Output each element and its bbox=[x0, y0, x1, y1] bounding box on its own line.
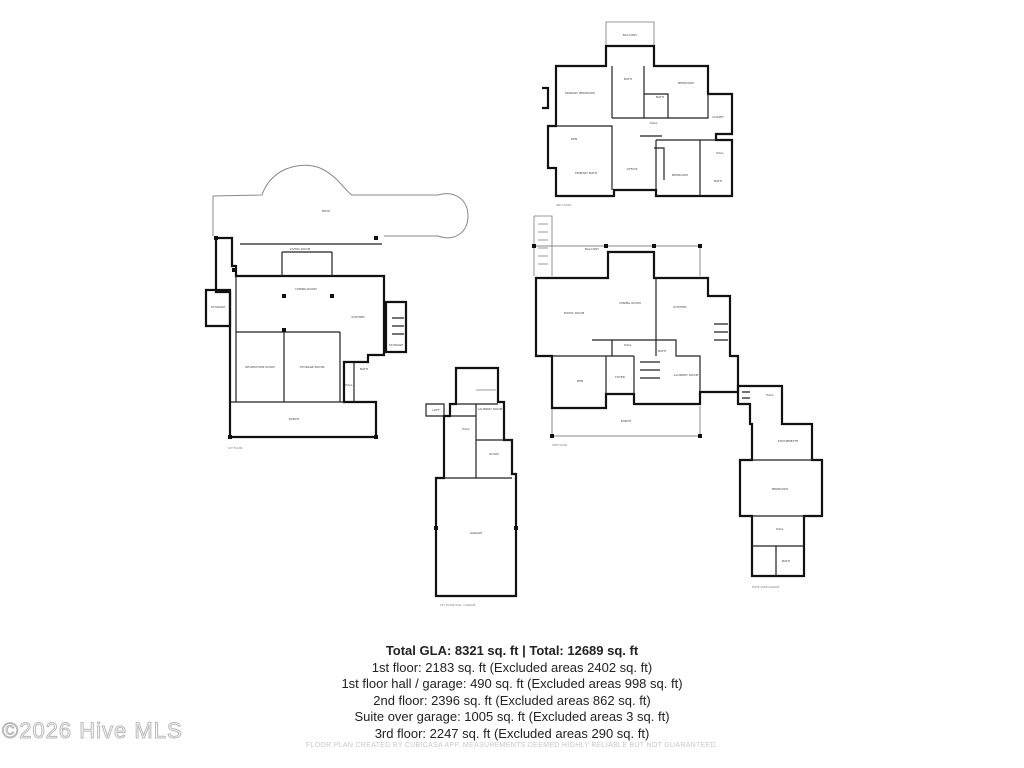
third-room-den: DEN bbox=[571, 137, 577, 141]
third-room-closet: CLOSET bbox=[712, 115, 724, 119]
room-porch: PORCH bbox=[289, 417, 299, 421]
disclaimer: FLOOR PLAN CREATED BY CUBICASA APP. MEAS… bbox=[305, 742, 719, 749]
room-deck: DECK bbox=[322, 209, 331, 213]
floor-label-third: 3RD FLOOR bbox=[556, 203, 571, 207]
first-floor-walls bbox=[214, 236, 386, 439]
second-room-laundry: LAUNDRY ROOM bbox=[674, 373, 699, 377]
room-recreation: RECREATION ROOM bbox=[245, 365, 275, 369]
deck-outline bbox=[212, 164, 469, 239]
room-living: LIVING ROOM bbox=[290, 247, 311, 251]
summary-line: 1st floor hall / garage: 490 sq. ft (Exc… bbox=[341, 676, 683, 691]
room-bath: BATH bbox=[360, 367, 368, 371]
second-room-hall: HALL bbox=[624, 343, 632, 347]
third-room-bath-3: BATH bbox=[714, 179, 722, 183]
third-floor-walls bbox=[546, 44, 734, 198]
suite-walls bbox=[736, 384, 824, 578]
suite-room-bath: BATH bbox=[782, 559, 790, 563]
suite-room-kitchenette: KITCHENETTE bbox=[778, 439, 799, 443]
third-room-bedroom-2: BEDROOM bbox=[672, 173, 688, 177]
third-room-hall-2: HALL bbox=[716, 151, 724, 155]
garage-room-garage: GARAGE bbox=[470, 531, 483, 535]
floor-label-suite: SUITE OVER GARAGE bbox=[752, 585, 780, 589]
second-room-foyer: FOYER bbox=[615, 375, 625, 379]
third-room-primary-bath: PRIMARY BATH bbox=[575, 171, 597, 175]
room-storage-room: STORAGE ROOM bbox=[300, 365, 325, 369]
area-summary: Total GLA: 8321 sq. ft | Total: 12689 sq… bbox=[0, 643, 1024, 742]
second-room-porch: PORCH bbox=[621, 419, 631, 423]
second-room-family: FAMILY ROOM bbox=[564, 311, 585, 315]
plan-third-floor: BALCONY PRIMARY BEDROOM BATH BEDROOM BAT… bbox=[542, 21, 734, 207]
third-room-primary-bedroom: PRIMARY BEDROOM bbox=[565, 91, 595, 95]
second-room-dining: DINING ROOM bbox=[619, 301, 641, 305]
floor-plans: DECK LIVING ROOM DINING ROOM KITCHEN STO… bbox=[204, 21, 824, 607]
plan-garage: LOFT HALL LAUNDRY ROOM ROOM GARAGE 1ST F… bbox=[425, 366, 518, 607]
total-gla: Total GLA: 8321 sq. ft | Total: 12689 sq… bbox=[385, 643, 639, 658]
second-room-kitchen: KITCHEN bbox=[674, 305, 687, 309]
second-room-balcony: BALCONY bbox=[585, 247, 599, 251]
second-floor-walls bbox=[534, 250, 740, 410]
plan-first-floor: DECK LIVING ROOM DINING ROOM KITCHEN STO… bbox=[204, 164, 469, 450]
watermark: ©2026 Hive MLS bbox=[2, 718, 183, 744]
summary-line: Suite over garage: 1005 sq. ft (Excluded… bbox=[354, 709, 670, 724]
garage-room-loft: LOFT bbox=[432, 408, 440, 412]
third-room-balcony: BALCONY bbox=[623, 33, 637, 37]
plan-suite: HALL KITCHENETTE BEDROOM HALL BATH SUITE… bbox=[736, 384, 824, 589]
garage-room-room: ROOM bbox=[489, 452, 499, 456]
second-room-bath: BATH bbox=[658, 349, 666, 353]
garage-walls bbox=[434, 366, 518, 598]
second-room-den: DEN bbox=[577, 379, 583, 383]
summary-line: 3rd floor: 2247 sq. ft (Excluded areas 2… bbox=[374, 725, 650, 741]
room-storage: STORAGE bbox=[211, 305, 225, 309]
room-kitchen: KITCHEN bbox=[352, 315, 365, 319]
third-room-hall: HALL bbox=[650, 121, 658, 125]
suite-room-hall-2: HALL bbox=[776, 527, 784, 531]
third-room-office: OFFICE bbox=[627, 167, 638, 171]
third-room-bath-2: BATH bbox=[656, 95, 664, 99]
room-storage-2: STORAGE bbox=[389, 343, 403, 347]
suite-room-hall: HALL bbox=[766, 393, 774, 397]
garage-room-hall: HALL bbox=[462, 427, 470, 431]
floor-label-garage: 1ST FLOOR HALL / GARAGE bbox=[440, 603, 476, 607]
summary-line: 1st floor: 2183 sq. ft (Excluded areas 2… bbox=[371, 659, 653, 675]
room-hall: HALL bbox=[345, 383, 353, 387]
third-room-bedroom: BEDROOM bbox=[678, 81, 694, 85]
third-room-bath: BATH bbox=[624, 77, 632, 81]
garage-room-laundry: LAUNDRY ROOM bbox=[478, 407, 503, 411]
floor-label-second: 2ND FLOOR bbox=[552, 443, 567, 447]
suite-room-bedroom: BEDROOM bbox=[772, 487, 788, 491]
summary-line: 2nd floor: 2396 sq. ft (Excluded areas 8… bbox=[373, 692, 651, 708]
room-dining: DINING ROOM bbox=[295, 287, 317, 291]
floor-label-first: 1ST FLOOR bbox=[228, 446, 243, 450]
plan-second-floor: BALCONY FAMILY ROOM DINING ROOM KITCHEN … bbox=[532, 215, 740, 447]
